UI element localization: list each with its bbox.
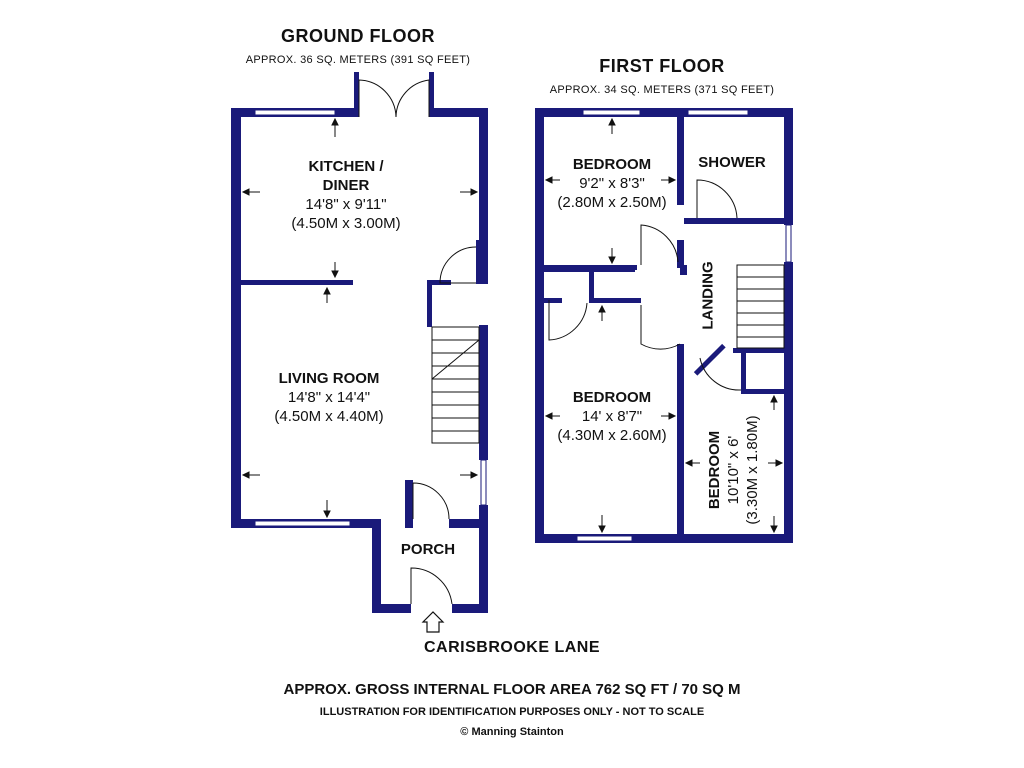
ground-floor-title: GROUND FLOOR (281, 26, 435, 46)
wall-french-right (429, 72, 434, 117)
first-floor-title: FIRST FLOOR (599, 56, 725, 76)
room-dimensions-imperial: 10'10" x 6' (725, 435, 742, 505)
room-bedroom-1: BEDROOM 9'2" x 8'3" (2.80M x 2.50M) (557, 155, 666, 212)
door-french-right (395, 79, 430, 118)
window-bed1 (582, 109, 641, 116)
door-understair (439, 246, 477, 284)
wall-porch-bottom-left (372, 604, 411, 613)
room-bedroom-2: BEDROOM 14' x 8'7" (4.30M x 2.60M) (557, 388, 666, 445)
wall-under-stair (476, 240, 481, 284)
room-dimensions-metric: (4.50M x 3.00M) (291, 215, 401, 232)
wall-ff-left (535, 108, 544, 543)
wall-kitchen-divider (231, 280, 353, 285)
wall-stair-ff (733, 348, 784, 353)
first-floor-walls (535, 108, 793, 543)
room-bedroom-3: BEDROOM 10'10" x 6' (3.30M x 1.80M) (705, 390, 765, 550)
door-bed3 (699, 357, 742, 391)
room-label: BEDROOM (572, 389, 652, 406)
wall-bed3-door (693, 343, 726, 376)
wall-french-left (354, 72, 359, 117)
stairs-ground (431, 326, 480, 444)
wall-stair-left (427, 283, 432, 327)
wall-ff-right-bottom (784, 262, 793, 543)
windows (254, 109, 792, 542)
door-french-left (358, 79, 397, 118)
doors (358, 79, 742, 605)
wall-gf-bottom-right (449, 519, 488, 528)
room-dimensions-metric: (4.50M x 4.40M) (274, 408, 384, 425)
wall-bed3-top (741, 389, 784, 394)
wall-gf-right-mid (479, 325, 488, 460)
wall-ff-right-top (784, 108, 793, 225)
room-dimensions-imperial: 9'2" x 8'3" (579, 175, 645, 192)
wall-bed1-right-lower (677, 240, 684, 268)
room-dimensions-metric: (4.30M x 2.60M) (557, 427, 667, 444)
wall-bed1-bottom (535, 265, 635, 272)
ground-floor-area: APPROX. 36 SQ. METERS (391 SQ FEET) (245, 54, 471, 66)
window-landing (785, 224, 792, 263)
wall-cupboard-left (589, 270, 594, 302)
room-shower: SHOWER (698, 154, 766, 171)
door-bed2 (640, 305, 681, 350)
staircases (431, 264, 785, 444)
door-porch (410, 567, 453, 605)
wall-cupboard-top (591, 265, 637, 270)
door-front (412, 482, 450, 520)
room-label: BEDROOM (572, 156, 652, 173)
wall-ff-bottom (535, 534, 793, 543)
room-kitchen-diner: KITCHEN / DINER 14'8" x 9'11" (4.50M x 3… (291, 157, 400, 233)
window-living (254, 520, 351, 527)
total-area: APPROX. GROSS INTERNAL FLOOR AREA 762 SQ… (283, 681, 741, 698)
window-kitchen (254, 109, 336, 116)
wall-bed3-left-post (741, 353, 746, 393)
wall-bed2-top (544, 298, 562, 303)
ground-floor-walls (231, 72, 488, 613)
wall-gf-left (231, 108, 241, 528)
wall-shower-bottom (684, 218, 784, 224)
room-dimensions-imperial: 14'8" x 9'11" (305, 196, 387, 213)
dimension-arrows (241, 117, 784, 534)
room-label: LIVING ROOM (278, 370, 380, 387)
door-bed1 (640, 224, 679, 265)
wall-porch-left (372, 519, 381, 613)
room-dimensions-imperial: 14' x 8'7" (581, 408, 643, 425)
room-dimensions-metric: (2.80M x 2.50M) (557, 194, 667, 211)
room-dimensions-imperial: 14'8" x 14'4" (287, 389, 371, 406)
room-porch: PORCH (400, 541, 456, 558)
door-cupboard-bed2 (548, 300, 588, 341)
wall-stair-top (427, 280, 451, 285)
door-shower (696, 179, 738, 219)
copyright: © Manning Stainton (460, 726, 564, 738)
wall-gf-right-bottom (479, 505, 488, 528)
wall-bed1-right (677, 108, 684, 205)
room-label: DINER (322, 177, 370, 194)
first-floor-area: APPROX. 34 SQ. METERS (371 SQ FEET) (549, 84, 775, 96)
wall-gf-right-top (479, 108, 488, 284)
window-gf-side (480, 459, 487, 506)
room-label: BEDROOM (706, 430, 723, 510)
window-bed2 (576, 535, 633, 542)
wall-ff-top (535, 108, 793, 117)
room-dimensions-metric: (3.30M x 1.80M) (744, 415, 761, 525)
wall-landing-right (680, 265, 687, 275)
window-shower (687, 109, 749, 116)
wall-cupboard-bottom (589, 298, 641, 303)
wall-gf-door-post (405, 480, 413, 528)
wall-bed2-right (677, 344, 684, 543)
room-living: LIVING ROOM 14'8" x 14'4" (4.50M x 4.40M… (274, 369, 383, 426)
entrance-arrow-icon (421, 611, 445, 633)
room-label: KITCHEN / (308, 158, 384, 175)
wall-porch-right (479, 519, 488, 613)
wall-gf-top-right (431, 108, 488, 117)
street-name: CARISBROOKE LANE (423, 639, 601, 656)
stairs-first (736, 264, 785, 349)
wall-porch-bottom-right (452, 604, 488, 613)
room-landing: LANDING (699, 261, 717, 330)
disclaimer: ILLUSTRATION FOR IDENTIFICATION PURPOSES… (319, 706, 705, 718)
